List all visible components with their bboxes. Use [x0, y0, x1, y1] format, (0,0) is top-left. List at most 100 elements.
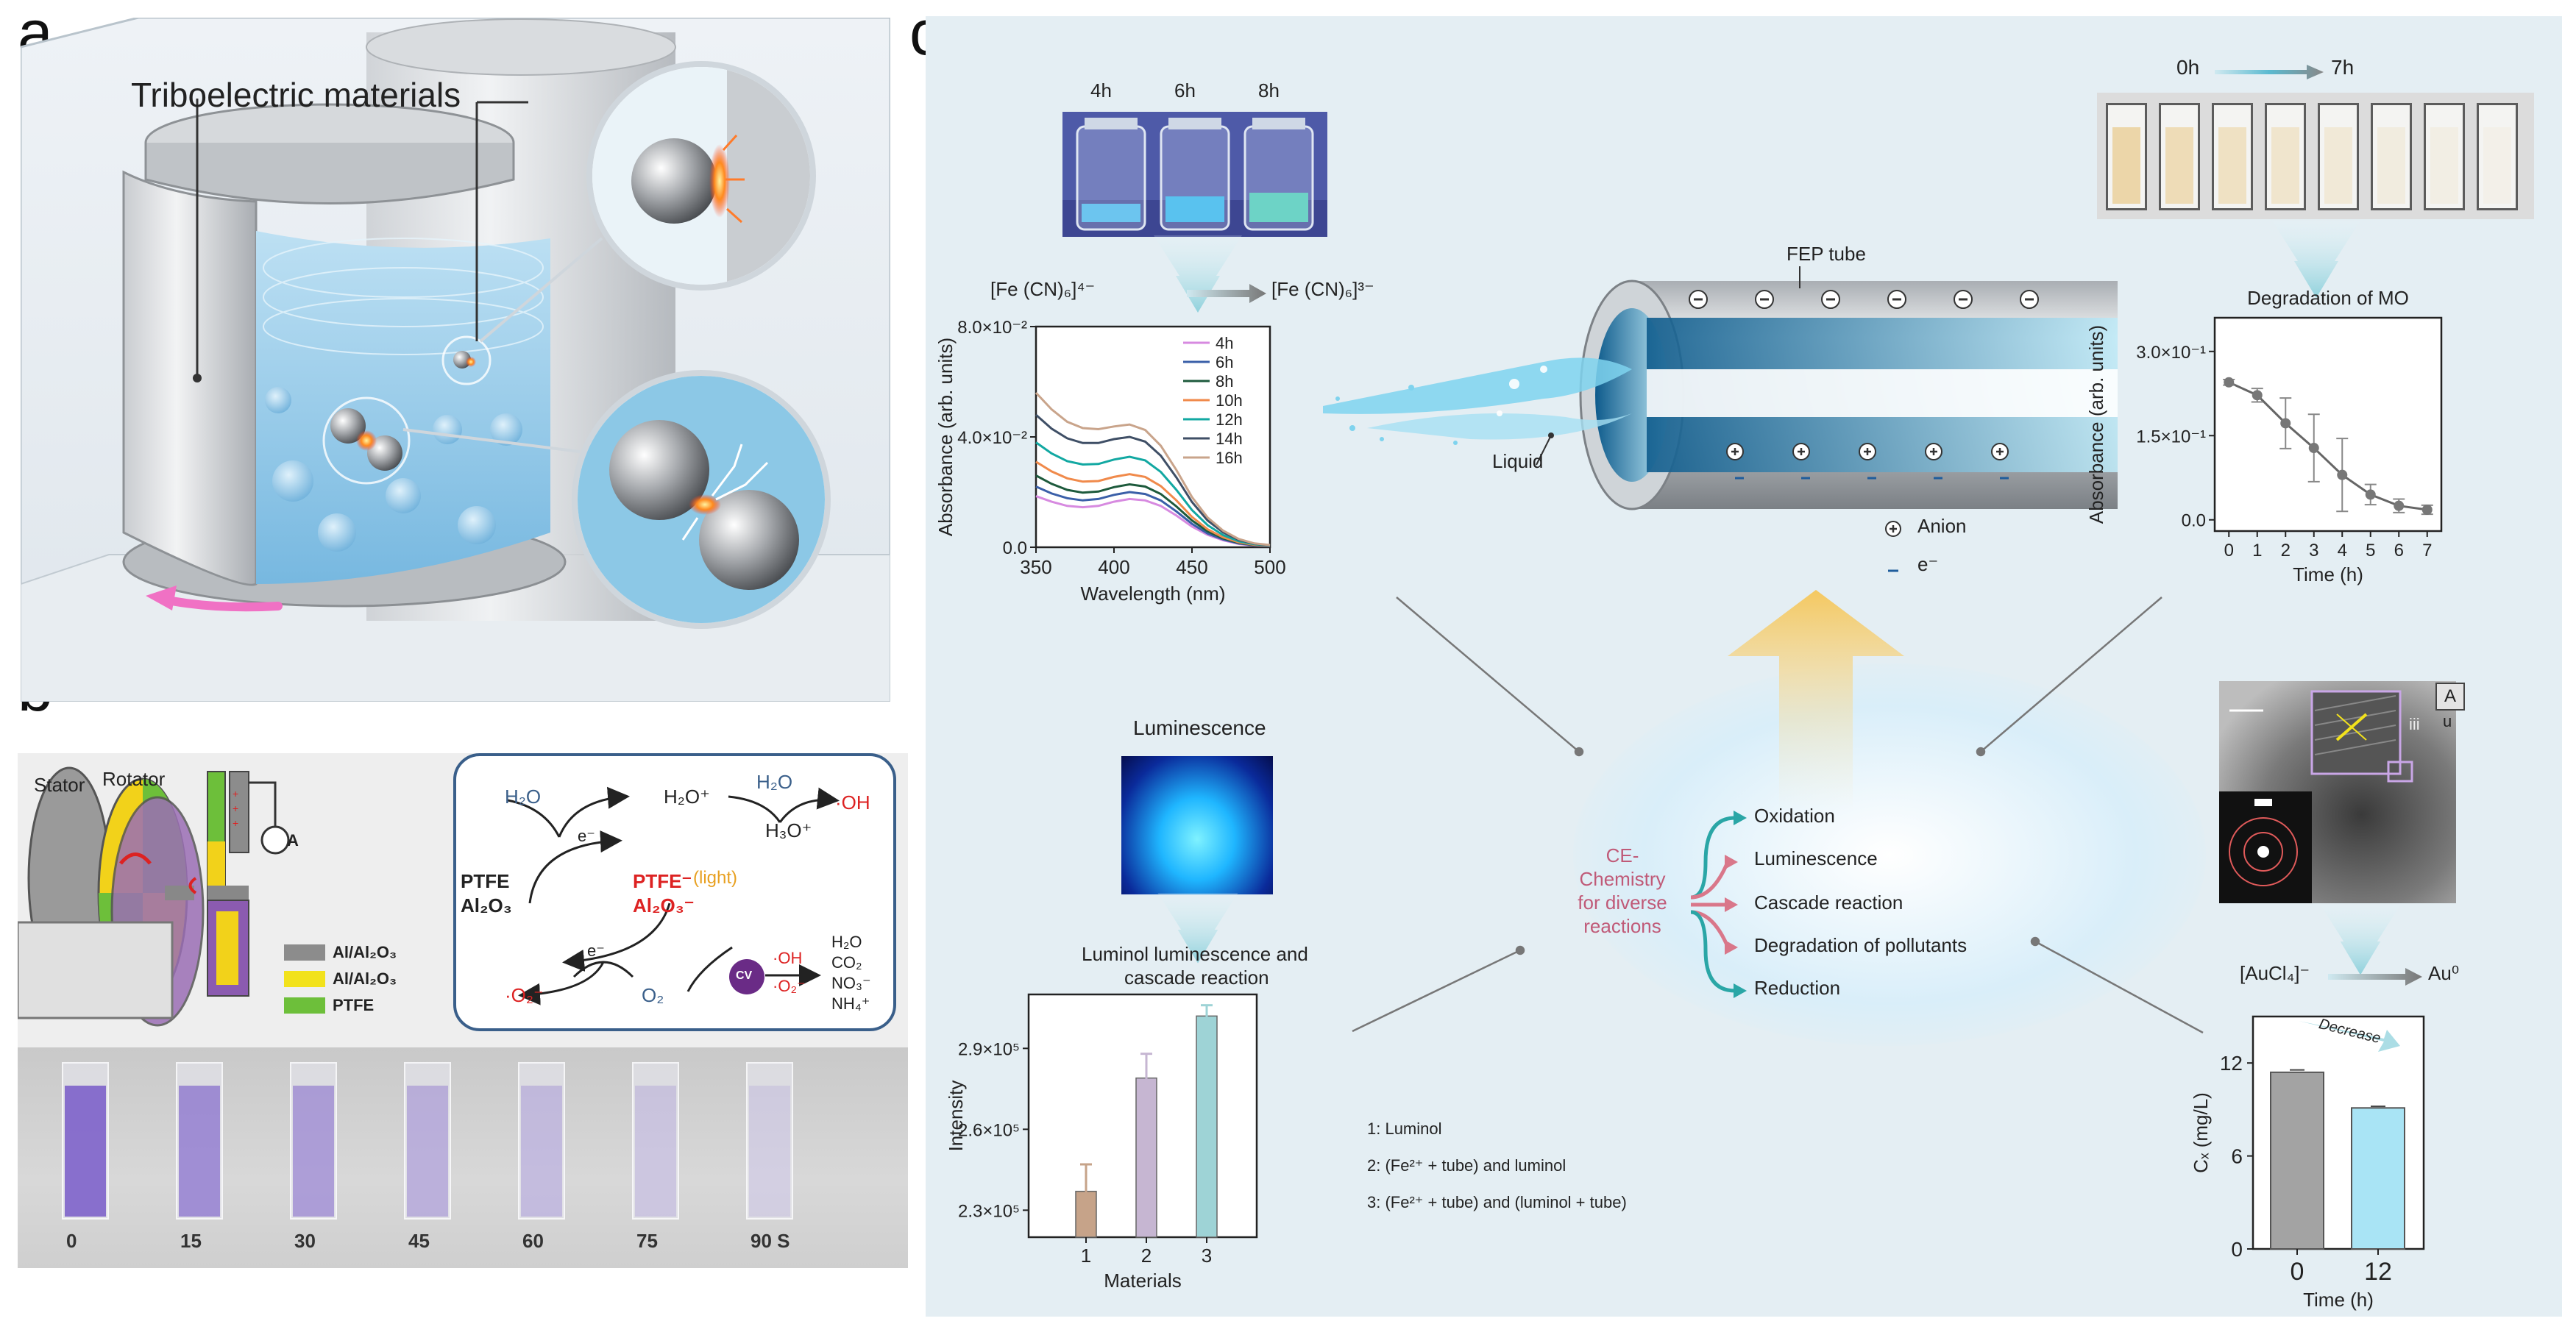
legend-swatch-3	[284, 997, 325, 1014]
x-tick-label: 500	[1254, 556, 1285, 578]
mechanism-arrows	[507, 786, 840, 1005]
legend-label-1: Al/Al₂O₃	[333, 943, 397, 961]
mo-cuvette	[2424, 103, 2465, 210]
x-axis-label: Time (h)	[2293, 563, 2363, 585]
y-tick-label: 4.0×10⁻²	[957, 428, 1027, 448]
stator-label: Stator	[34, 774, 85, 796]
svg-text:iii: iii	[2409, 715, 2420, 733]
al2o3-label: Al₂O₃	[461, 894, 512, 916]
ptfe-light-label: PTFE⁻	[633, 870, 692, 892]
svg-text:+: +	[233, 817, 238, 829]
mo-cuvette-liquid	[2324, 127, 2352, 204]
cuvette-time-label: 30	[294, 1230, 316, 1252]
series-line-12h	[1035, 441, 1271, 547]
vial-time-4h: 4h	[1090, 79, 1112, 102]
mo-cuvette	[2212, 103, 2253, 210]
up-arrow	[1728, 590, 1904, 811]
cuvette-range-arrow	[2215, 65, 2324, 79]
cuvette-photo-mo	[2097, 93, 2534, 219]
x-tick-label: 1	[1081, 1245, 1091, 1267]
legend-swatch-1	[284, 944, 325, 961]
product-nh4: NH₄⁺	[831, 994, 870, 1013]
data-point	[2421, 505, 2433, 515]
ce-title-line-3: for diverse	[1578, 891, 1667, 914]
bar-12	[2351, 1107, 2405, 1250]
x-tick-label: 350	[1020, 556, 1051, 578]
cuvette-5	[632, 1062, 679, 1220]
y-axis-label: Intensity	[945, 1081, 967, 1152]
ce-chemistry-title: CE- Chemistry for diverse reactions	[1560, 844, 1685, 938]
x-axis-label: Wavelength (nm)	[1081, 583, 1226, 605]
al2o3-neg-label: Al₂O₃⁻	[633, 894, 695, 916]
product-no3: NO₃⁻	[831, 974, 871, 992]
y-tick-label: 2.9×10⁵	[958, 1039, 1020, 1059]
luminol-title-1: Luminol luminescence and	[1082, 943, 1308, 965]
cuvette-time-label: 15	[180, 1230, 202, 1252]
product-o2: ·O₂⁻	[773, 977, 806, 995]
o2-radical: ·O₂⁻	[505, 984, 544, 1006]
svg-text:+: +	[233, 788, 238, 800]
mo-cuvette-liquid	[2271, 127, 2299, 204]
luminescence-title: Luminescence	[1133, 716, 1266, 739]
reaction-oxidation: Oxidation	[1754, 805, 1835, 827]
data-point	[2224, 377, 2235, 388]
liquid-label: Liquid	[1492, 450, 1544, 472]
cuvette-time-label: 60	[522, 1230, 544, 1252]
cuvette-liquid	[65, 1086, 106, 1217]
y-tick-label: 1.5×10⁻¹	[2136, 427, 2206, 446]
h3o-plus: H₂O⁺	[664, 786, 710, 808]
fe-left-label: [Fe (CN)₆]⁴⁻	[990, 278, 1096, 300]
legend-swatch-2	[284, 971, 325, 987]
panel-a: Triboelectric materials	[19, 16, 892, 703]
x-tick-label: 450	[1176, 556, 1207, 578]
cuvette-6	[746, 1062, 793, 1220]
cuvette-1	[176, 1062, 223, 1220]
x-tick-label: 3	[1202, 1245, 1212, 1267]
reaction-reduction: Reduction	[1754, 977, 1841, 999]
mo-cuvette-liquid	[2430, 127, 2458, 204]
series-line-16h	[1035, 391, 1271, 547]
y-tick-label: 12	[2220, 1052, 2243, 1075]
x-tick-label: 3	[2309, 541, 2318, 560]
x-axis-label: Materials	[1104, 1270, 1181, 1292]
luminol-title-2: cascade reaction	[1124, 966, 1269, 989]
anion-label: Anion	[1917, 515, 1967, 537]
cuvette-4	[518, 1062, 565, 1220]
y-tick-label: 0.0	[1003, 538, 1027, 558]
oh-radical: ·OH	[835, 791, 870, 814]
legend-label-12h: 12h	[1216, 410, 1243, 429]
legend-label-6h: 6h	[1216, 353, 1233, 371]
h2o-left: H₂O	[505, 786, 542, 808]
tem-label-u: u	[2443, 712, 2452, 730]
legend-label-3: PTFE	[333, 996, 375, 1014]
mo-cuvette-liquid	[2483, 127, 2511, 204]
y-tick-label: 3.0×10⁻¹	[2136, 343, 2206, 363]
cuvette-liquid	[521, 1086, 562, 1217]
product-co2: CO₂	[831, 953, 862, 972]
product-h2o: H₂O	[831, 933, 862, 951]
y-tick-label: 2.3×10⁵	[958, 1201, 1020, 1221]
bar-0	[2270, 1071, 2324, 1250]
fep-tube-label: FEP tube	[1786, 243, 1866, 265]
y-axis-label: Absorbance (arb. units)	[2085, 325, 2107, 524]
funnel-arrow-3	[1157, 893, 1238, 964]
mo-cuvette	[2477, 103, 2518, 210]
reaction-luminescence: Luminescence	[1754, 847, 1878, 869]
rotator-label: Rotator	[102, 768, 166, 790]
x-tick-label: 2	[1141, 1245, 1152, 1267]
o2-label: O₂	[642, 984, 664, 1006]
cuvette-3	[404, 1062, 451, 1220]
mo-cuvette-liquid	[2112, 127, 2140, 204]
ce-title-line-1: CE-	[1605, 844, 1639, 866]
x-tick-label: 400	[1098, 556, 1129, 578]
fep-tube-illustration	[1323, 266, 2118, 510]
x-tick-label: 6	[2394, 541, 2404, 560]
legend-label-4h: 4h	[1216, 334, 1233, 352]
x-tick-label: 0	[2224, 541, 2234, 560]
x-tick-label: 5	[2366, 541, 2375, 560]
panel-c: FEP tube Liquid Anion e⁻ 4h 6h 8h [Fe (C…	[926, 16, 2562, 1317]
data-point	[2252, 390, 2263, 401]
e-top: e⁻	[578, 827, 595, 845]
